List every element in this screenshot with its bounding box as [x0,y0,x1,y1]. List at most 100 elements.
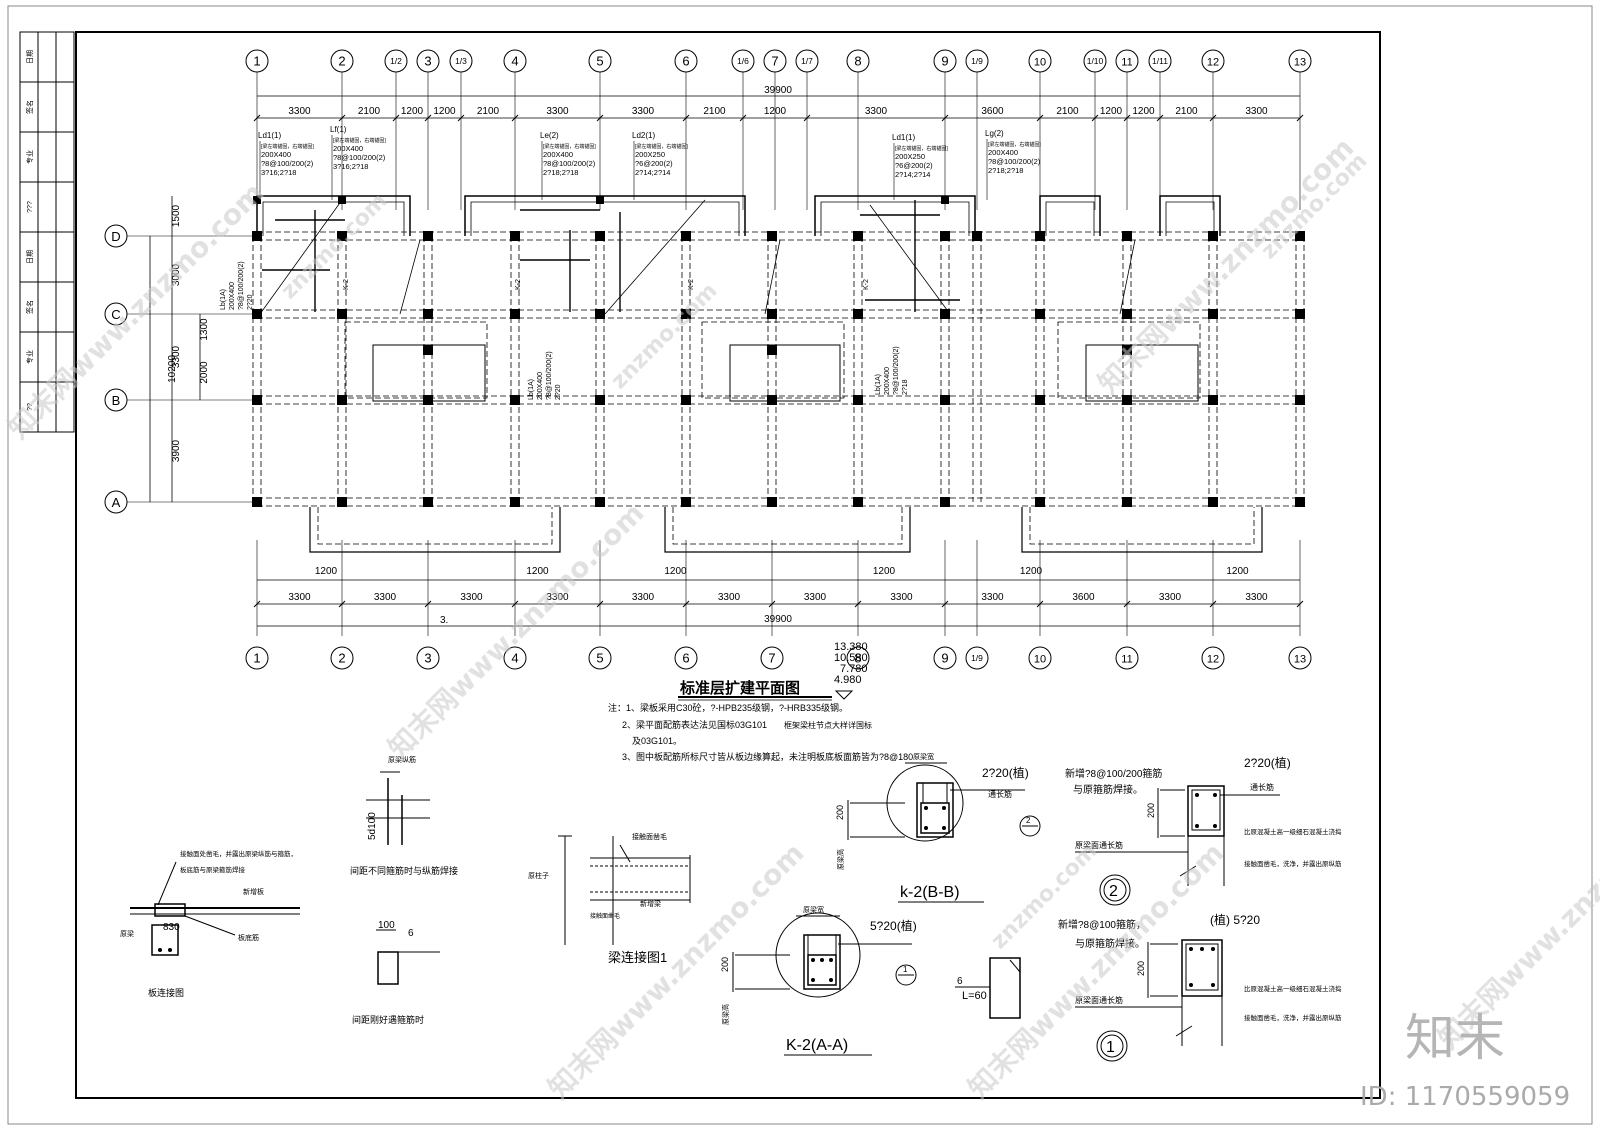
grid-bubble-top-label: 6 [682,54,689,69]
beam-tag-line: 200X250 [895,152,925,161]
svg-text:2: 2 [1109,883,1118,900]
column [940,395,950,405]
dim-top-segment: 3300 [546,106,569,117]
dim-left-segment: 3000 [171,263,182,286]
svg-text:100: 100 [378,920,395,931]
beam-joint-caption: 梁连接图1 [608,950,667,965]
column [1122,309,1132,319]
column [940,231,950,241]
grid-bubble-bottom [846,646,870,670]
svg-text:原梁面通长筋: 原梁面通长筋 [1075,995,1123,1005]
grid-bubble-top [674,49,698,73]
drawing-title: 标准层扩建平面图 [679,679,800,697]
elevation-4: 4.980 [834,674,862,686]
svg-text:原柱子: 原柱子 [528,871,549,880]
grid-bubble-row [104,224,128,248]
beam-tag-line: 2?18;2?18 [988,166,1023,175]
dim-tick [1296,600,1304,608]
svg-text:原梁宽: 原梁宽 [803,905,824,914]
title-block-cell: 日期 [26,250,34,264]
dim-bottom-segment: 3300 [374,592,397,603]
dim-tick [1123,114,1131,122]
grid-bubble-bottom-label: 10 [1034,654,1046,666]
dim-bottom-segment: 3300 [460,592,483,603]
dim-tick [854,600,862,608]
balcony-top-inner [1045,201,1095,236]
dim-top-segment: 3300 [288,106,311,117]
beam-tag-line: 200X250 [635,150,665,159]
note-3: 3、图中板配筋所标尺寸皆从板边缘算起，未注明板底板面筋皆为?8@180 [622,751,913,762]
balcony-top-inner [820,201,970,236]
column [595,231,605,241]
dim-top-segment: 1200 [1132,106,1155,117]
general-notes: 注：1、梁板采用C30砼，?-HPB235级钢，?-HRB335级钢。 2、梁平… [608,702,913,762]
svg-text:5d100: 5d100 [367,812,378,840]
column [940,309,950,319]
dim-tick [941,600,949,608]
dim-top-segment: 1200 [401,106,424,117]
grid-bubble-bottom-label: 8 [854,651,861,666]
balcony-top [1159,195,1221,236]
grid-bubble-top [503,49,527,73]
grid-bubble-top [1115,49,1139,73]
grid-bubble-row [104,388,128,412]
grid-bubble-bottom-label: 11 [1121,654,1132,666]
beam-tag-line: [梁左端锚固，右端锚固] [988,141,1041,148]
detail-section-2: 新增?8@100/200箍筋 与原箍筋焊接。 2?20(植) 通长筋 200 比… [1065,755,1342,906]
column [681,231,691,241]
svg-text:(植) 5?20: (植) 5?20 [1210,912,1260,927]
beam-tag-line: [梁左端锚固，右端锚固] [543,143,596,150]
grid-bubble-bottom-label: 4 [511,651,518,666]
stair-outline [344,321,488,399]
grid-bubble-bottom [1028,646,1052,670]
grid-bubble-top-label: 9 [941,54,948,69]
svg-text:与原箍筋焊接。: 与原箍筋焊接。 [1073,783,1143,796]
stair-void [729,344,841,402]
beam-tag: Ld1(1)[梁左端锚固，右端锚固]200X250?6@200(2)2?14;2… [892,133,948,200]
beam-tag-line: ?8@100/200(2) [333,153,386,162]
beam-tag-line: [梁左端锚固，右端锚固] [261,143,314,150]
dim-tick [253,600,261,608]
column [252,395,262,405]
column [853,309,863,319]
beam-tag-id: Lf(1) [330,125,347,134]
slab-diagonal [1119,239,1136,315]
grid-bubble-top-label: 1/7 [801,56,813,66]
svg-text:新增梁: 新增梁 [640,899,661,908]
column [596,196,604,204]
elevation-2: 10.580 [834,652,868,664]
svg-text:znzmo.com: znzmo.com [607,278,723,394]
detail-section-1: 新增?8@100箍筋， 与原箍筋焊接。 (植) 5?20 200 比原混凝土高一… [1058,912,1342,1062]
dim-bottom-segment: 3300 [288,592,311,603]
beam-tag-vertical: Lb(1A)200X400?8@100/200(2)2?20 [220,261,254,310]
column [423,309,433,319]
column [337,309,347,319]
svg-text:1: 1 [1106,1039,1115,1056]
grid-bubble-top [933,49,957,73]
column [853,231,863,241]
dim-tick [768,600,776,608]
grid-bubble-bottom-label: 1 [253,651,260,666]
balcony-bottom [1021,507,1263,553]
beam-tag-id: Lb(1A) [528,379,535,400]
beam-tag-id: Le(2) [540,131,559,140]
svg-text:新增板: 新增板 [243,887,264,896]
grid-bubble-top [1148,49,1172,73]
svg-text:接触面凿毛，洗净，并露出原纵筋: 接触面凿毛，洗净，并露出原纵筋 [1244,859,1342,868]
grid-bubble-top [1201,49,1225,73]
column [681,309,691,319]
section-tag-k2: K-2 [688,279,695,290]
svg-text:5?20(植): 5?20(植) [870,918,917,933]
svg-text:知末网www.znzmo.com: 知末网www.znzmo.com [962,836,1231,1105]
svg-text:znzmo.com: znzmo.com [277,188,393,304]
dim-tick [338,600,346,608]
grid-bubble-top-label: 5 [596,54,603,69]
grid-bubble-top [384,49,408,73]
dim-top-segment: 2100 [1175,106,1198,117]
dim-top-segment: 1200 [1100,106,1123,117]
grid-bubble-bottom [330,646,354,670]
column [337,497,347,507]
svg-text:200: 200 [1136,961,1146,976]
dim-bottom-segment: 3300 [1159,592,1182,603]
balcony-top [1039,195,1101,236]
